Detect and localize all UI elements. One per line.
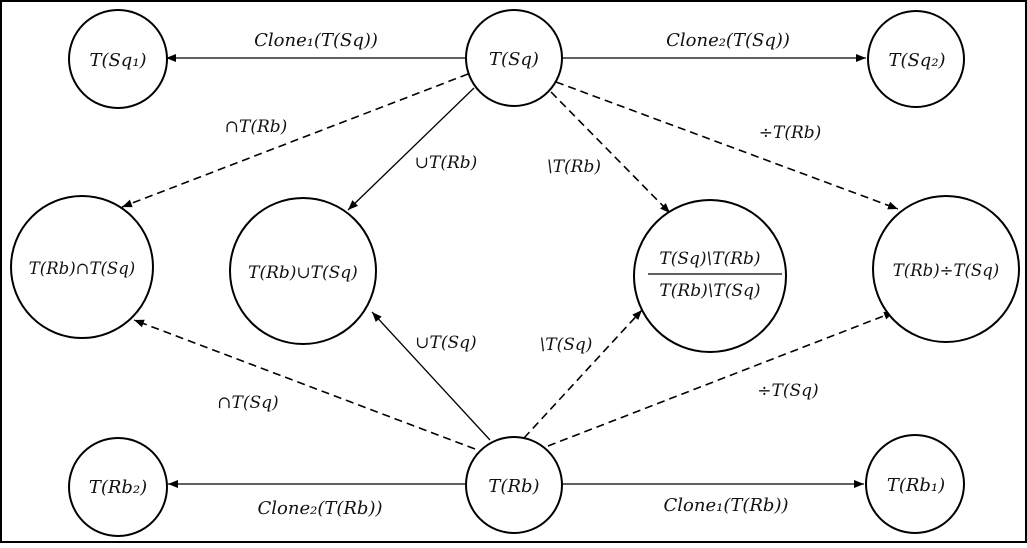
node-t-rb1: T(Rb₁) [887, 475, 945, 496]
label-rb-union: ∪T(Sq) [415, 333, 476, 353]
node-t-sq: T(Sq) [489, 49, 539, 70]
node-circle-t-sq [465, 9, 563, 107]
node-union: T(Rb)∪T(Sq) [248, 263, 358, 283]
node-circle-difference [633, 199, 787, 353]
label-rb-divide: ÷T(Sq) [757, 381, 818, 401]
edge-rb-divide [547, 311, 895, 447]
node-circle-t-sq1 [68, 9, 168, 109]
node-circle-t-sq2 [867, 10, 965, 108]
node-circle-union [229, 197, 377, 345]
label-sq-clone2: Clone₂(T(Sq)) [666, 30, 790, 51]
node-t-sq2: T(Sq₂) [888, 50, 945, 71]
label-rb-intersect: ∩T(Sq) [217, 393, 278, 413]
label-rb-clone2: Clone₂(T(Rb)) [258, 498, 383, 519]
node-circle-t-rb [465, 436, 563, 534]
label-sq-diff: \T(Rb) [547, 157, 601, 177]
node-intersect: T(Rb)∩T(Sq) [29, 259, 135, 278]
edge-sq-diff [550, 91, 671, 214]
node-circle-divide [872, 195, 1020, 343]
label-sq-union: ∪T(Rb) [415, 153, 478, 173]
node-t-rb: T(Rb) [488, 476, 539, 497]
edge-sq-union [347, 87, 475, 211]
node-diff-denominator: T(Rb)\T(Sq) [659, 281, 760, 301]
label-sq-intersect: ∩T(Rb) [225, 117, 288, 137]
node-circle-intersect [10, 195, 154, 339]
label-rb-clone1: Clone₁(T(Rb)) [664, 495, 789, 516]
edge-rb-union [371, 311, 491, 441]
label-sq-clone1: Clone₁(T(Sq)) [254, 30, 378, 51]
label-rb-diff: \T(Sq) [540, 335, 593, 355]
node-diff-numerator: T(Sq)\T(Rb) [659, 249, 760, 269]
edge-sq-intersect [121, 73, 469, 208]
node-t-rb2: T(Rb₂) [89, 477, 147, 498]
node-divide: T(Rb)÷T(Sq) [893, 261, 999, 280]
node-circle-t-rb1 [865, 434, 965, 534]
edge-rb-diff [523, 309, 643, 439]
edge-rb-intersect [133, 319, 476, 450]
label-sq-divide: ÷T(Rb) [759, 123, 822, 143]
edge-sq-divide [555, 81, 899, 210]
node-circle-t-rb2 [68, 437, 168, 537]
node-t-sq1: T(Sq₁) [89, 50, 146, 71]
